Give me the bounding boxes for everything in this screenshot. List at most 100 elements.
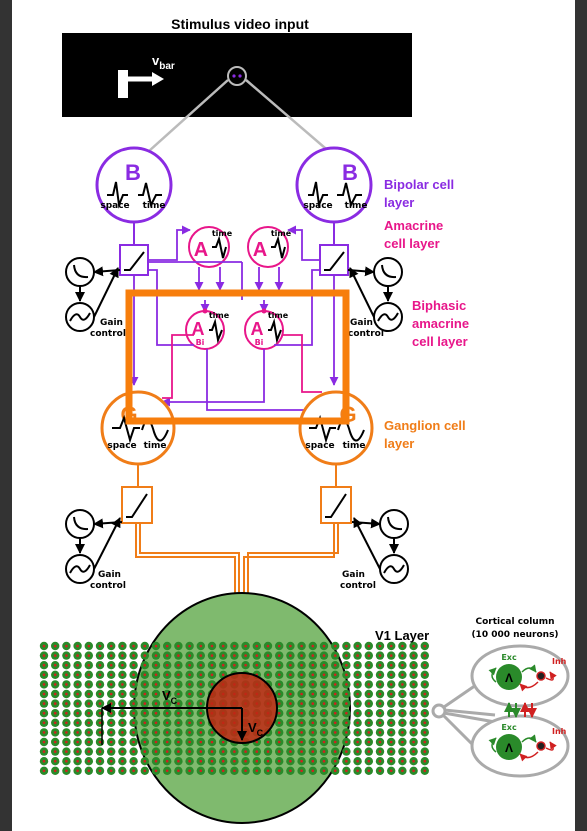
v1-neuron-core (412, 711, 415, 715)
v1-neuron-core (401, 644, 404, 648)
moving-bar-icon (118, 70, 164, 98)
v1-neuron-core (177, 759, 180, 763)
v1-neuron-core (76, 769, 79, 773)
v1-neuron-core (356, 702, 359, 705)
v1-neuron-core (121, 759, 124, 763)
v1-neuron-core (188, 711, 191, 715)
v1-neuron-core (300, 683, 303, 686)
v1-neuron-core (65, 702, 68, 705)
v1-neuron-core (289, 711, 292, 715)
v1-neuron-core (378, 692, 382, 696)
v1-neuron-core (132, 750, 135, 753)
v1-neuron-core (322, 769, 326, 773)
v1-neuron-core (289, 769, 292, 773)
v1-neuron-core (53, 750, 57, 753)
v1-neuron-core (65, 740, 68, 744)
v1-neuron-core (345, 711, 348, 715)
v1-neuron-core (165, 769, 169, 773)
v1-neuron-core (333, 711, 337, 715)
v1-neuron-core (177, 721, 180, 725)
v1-neuron-core (423, 692, 427, 696)
v1-neuron-core (401, 663, 404, 667)
v1-neuron-core (412, 683, 415, 686)
v1-neuron-core (389, 769, 393, 773)
v1-neuron-core (266, 654, 270, 657)
v1-neuron-core (143, 750, 147, 753)
svg-text:B: B (342, 160, 358, 185)
v1-neuron-core (53, 673, 57, 677)
v1-neuron-core (98, 654, 102, 657)
v1-neuron-core (98, 711, 102, 715)
v1-neuron-core (121, 673, 124, 677)
v1-neuron-core (277, 750, 281, 753)
v1-neuron-core (42, 663, 46, 667)
v1-neuron-core (121, 731, 124, 734)
v1-neuron-core (367, 750, 371, 753)
v1-neuron-core (333, 654, 337, 657)
v1-neuron-core (378, 759, 382, 763)
v1-neuron-core (165, 759, 169, 763)
v1-neuron-core (401, 769, 404, 773)
v1-neuron-core (266, 663, 270, 667)
v1-neuron-core (333, 731, 337, 734)
v1-neuron-core (109, 750, 113, 753)
v1-neuron-core (121, 692, 124, 696)
v1-neuron-core (188, 702, 191, 705)
v1-neuron-core (76, 673, 79, 677)
v1-neuron-core (132, 721, 135, 725)
svg-text:Exc: Exc (501, 723, 517, 732)
v1-neuron-core (154, 740, 158, 744)
v1-neuron-core (199, 731, 203, 734)
v1-neuron-core (345, 702, 348, 705)
v1-neuron-core (412, 644, 415, 648)
v1-neuron-core (165, 711, 169, 715)
v1-neuron-core (132, 673, 135, 677)
v1-neuron-core (76, 721, 79, 725)
v1-neuron-core (143, 759, 147, 763)
v1-neuron-core (412, 750, 415, 753)
v1-neuron-core (143, 711, 147, 715)
v1-neuron-core (389, 673, 393, 677)
v1-neuron-core (143, 673, 147, 677)
v1-neuron-core (210, 663, 214, 667)
v1-neuron-core (356, 711, 359, 715)
v1-neuron-core (154, 692, 158, 696)
cortical-column-title: Cortical column (475, 617, 554, 627)
v1-neuron-core (221, 663, 225, 667)
v1-neuron-core (87, 769, 91, 773)
v1-neuron-core (289, 750, 292, 753)
v1-neuron-core (165, 702, 169, 705)
v1-neuron-core (121, 750, 124, 753)
v1-neuron-core (143, 683, 147, 686)
v1-neuron-core (345, 750, 348, 753)
v1-neuron-core (199, 673, 203, 677)
v1-neuron-core (165, 750, 169, 753)
v1-neuron-core (87, 654, 91, 657)
v1-neuron-core (356, 740, 359, 744)
v1-neuron-core (345, 731, 348, 734)
v1-neuron-core (412, 692, 415, 696)
v1-neuron-core (322, 654, 326, 657)
v1-neuron-core (65, 731, 68, 734)
svg-text:time: time (268, 311, 289, 320)
v1-neuron-core (244, 654, 247, 657)
v1-neuron-core (244, 663, 247, 667)
v1-neuron-core (389, 683, 393, 686)
v1-neuron-core (233, 759, 236, 763)
v1-neuron-core (322, 731, 326, 734)
v1-neuron-core (188, 654, 191, 657)
v1-neuron-core (322, 663, 326, 667)
v1-neuron-core (389, 759, 393, 763)
v1-neuron-core (53, 740, 57, 744)
v1-neuron-core (311, 740, 315, 744)
ganglion-rectifier-left (121, 464, 153, 524)
v1-neuron-core (199, 683, 203, 686)
svg-text:time: time (209, 311, 230, 320)
cortical-column-subtitle: (10 000 neurons) (471, 630, 558, 640)
v1-neuron-core (177, 711, 180, 715)
bipolar-rectifier-left (119, 222, 149, 276)
v1-neuron-core (42, 654, 46, 657)
v1-neuron-core (109, 759, 113, 763)
v1-neuron-core (412, 759, 415, 763)
v1-neuron-core (65, 769, 68, 773)
